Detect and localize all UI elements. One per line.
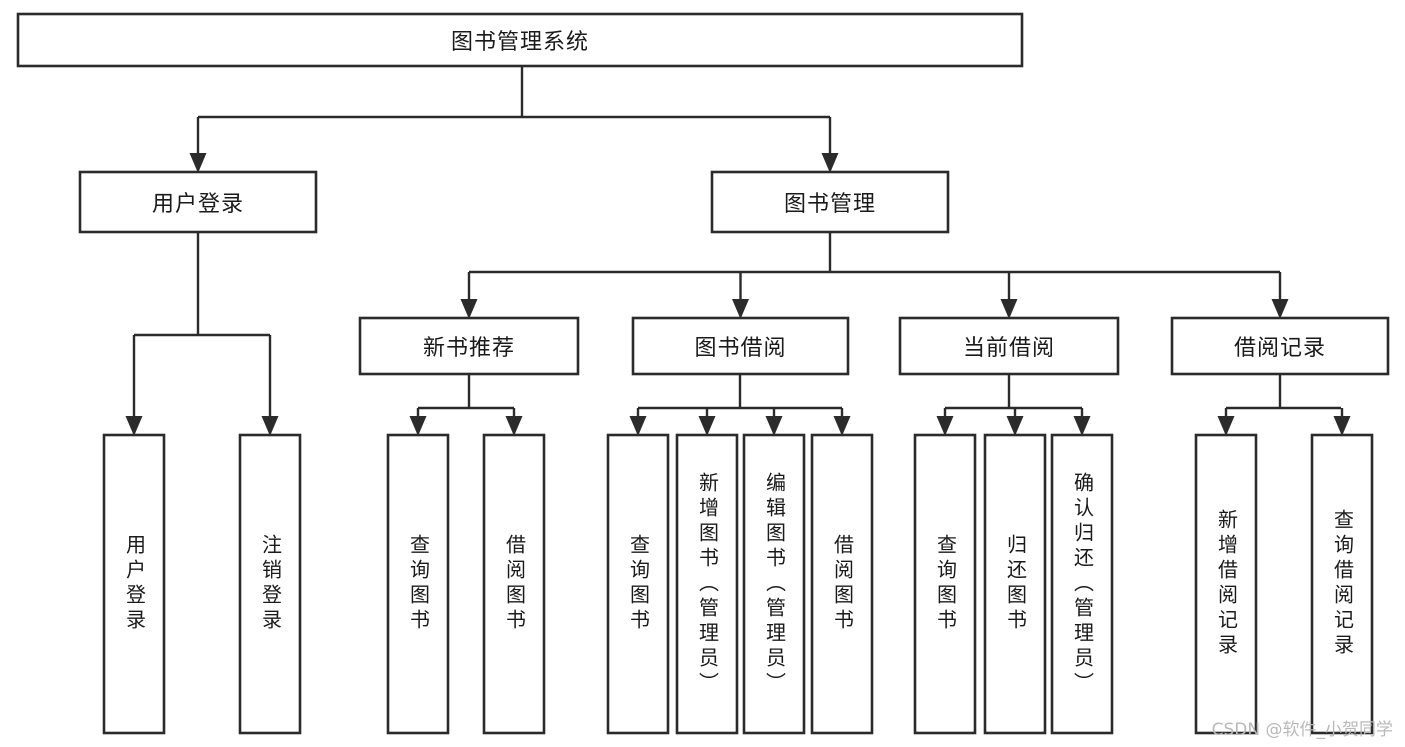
arrow-head-icon: [936, 416, 954, 436]
arrow-head-icon: [1333, 416, 1351, 436]
edge-new-book-rec-to-leaf-query-book-1: [409, 408, 427, 436]
node-box-leaf-confirm-return[interactable]: [1050, 433, 1114, 735]
arrow-head-icon: [505, 416, 523, 436]
edge-book-manage-to-book-borrow: [732, 272, 749, 319]
node-box-leaf-query-book-2[interactable]: [606, 433, 670, 735]
node-box-book-borrow[interactable]: [631, 316, 850, 376]
edge-book-borrow-to-leaf-query-book-2: [629, 408, 647, 436]
connector-bus-current-borrow: [945, 374, 1082, 410]
node-box-new-book-rec[interactable]: [358, 316, 580, 376]
arrow-head-icon: [765, 416, 783, 436]
edge-book-borrow-to-leaf-edit-book: [765, 408, 783, 436]
arrow-head-icon: [1006, 416, 1024, 436]
node-box-leaf-return-book[interactable]: [983, 433, 1047, 735]
arrow-head-icon: [1073, 416, 1091, 436]
edge-current-borrow-to-leaf-return-book: [1006, 408, 1024, 436]
arrow-head-icon: [409, 416, 427, 436]
edge-current-borrow-to-leaf-query-book-3: [936, 408, 954, 436]
connector-bus-borrow-record: [1226, 374, 1341, 410]
node-box-leaf-edit-book[interactable]: [742, 433, 806, 735]
connector-bus-book-manage: [469, 232, 1280, 274]
connector-bus-root: [198, 66, 830, 119]
connector-bus-book-borrow: [638, 374, 842, 410]
node-box-leaf-add-book[interactable]: [675, 433, 739, 735]
edge-borrow-record-to-leaf-query-record: [1333, 408, 1351, 436]
arrow-head-icon: [833, 416, 851, 436]
node-box-leaf-query-book-1[interactable]: [386, 433, 450, 735]
edge-book-borrow-to-leaf-add-book: [698, 408, 716, 436]
edge-root-to-book-manage: [821, 117, 839, 173]
edge-current-borrow-to-leaf-confirm-return: [1073, 408, 1091, 436]
node-box-root[interactable]: [16, 12, 1024, 68]
arrow-head-icon: [629, 416, 647, 436]
edge-root-to-user-login: [189, 117, 207, 173]
edge-new-book-rec-to-leaf-borrow-book-1: [505, 408, 523, 436]
arrow-head-icon: [189, 153, 207, 173]
edge-book-manage-to-borrow-record: [1271, 272, 1289, 319]
connector-layer: [125, 66, 1351, 436]
node-box-leaf-borrow-book-1[interactable]: [482, 433, 546, 735]
edge-user-login-to-leaf-user-logout: [261, 335, 279, 436]
edge-book-manage-to-current-borrow: [1000, 272, 1018, 319]
arrow-head-icon: [1271, 299, 1289, 319]
node-box-user-login[interactable]: [78, 170, 318, 234]
node-box-current-borrow[interactable]: [898, 316, 1120, 376]
connector-bus-new-book-rec: [418, 374, 514, 410]
arrow-head-icon: [698, 416, 716, 436]
edge-borrow-record-to-leaf-add-record: [1217, 408, 1235, 436]
node-box-leaf-borrow-book-2[interactable]: [810, 433, 874, 735]
node-box-leaf-query-book-3[interactable]: [913, 433, 977, 735]
node-box-borrow-record[interactable]: [1170, 316, 1390, 376]
node-box-leaf-user-login[interactable]: [102, 433, 166, 735]
arrow-head-icon: [1217, 416, 1235, 436]
box-layer: [16, 12, 1390, 735]
csdn-watermark: CSDN @软件_小贺同学: [1211, 720, 1393, 740]
edge-book-borrow-to-leaf-borrow-book-2: [833, 408, 851, 436]
node-box-leaf-user-logout[interactable]: [238, 433, 302, 735]
arrow-head-icon: [460, 299, 478, 319]
arrow-head-icon: [1000, 299, 1018, 319]
arrow-head-icon: [261, 416, 279, 436]
arrow-head-icon: [732, 299, 749, 319]
edge-book-manage-to-new-book-rec: [460, 272, 478, 319]
node-box-leaf-query-record[interactable]: [1310, 433, 1374, 735]
connector-bus-user-login: [134, 232, 270, 337]
arrow-head-icon: [125, 416, 143, 436]
edge-user-login-to-leaf-user-login: [125, 335, 143, 436]
node-box-book-manage[interactable]: [710, 170, 950, 234]
arrow-head-icon: [821, 153, 839, 173]
node-box-leaf-add-record[interactable]: [1194, 433, 1258, 735]
